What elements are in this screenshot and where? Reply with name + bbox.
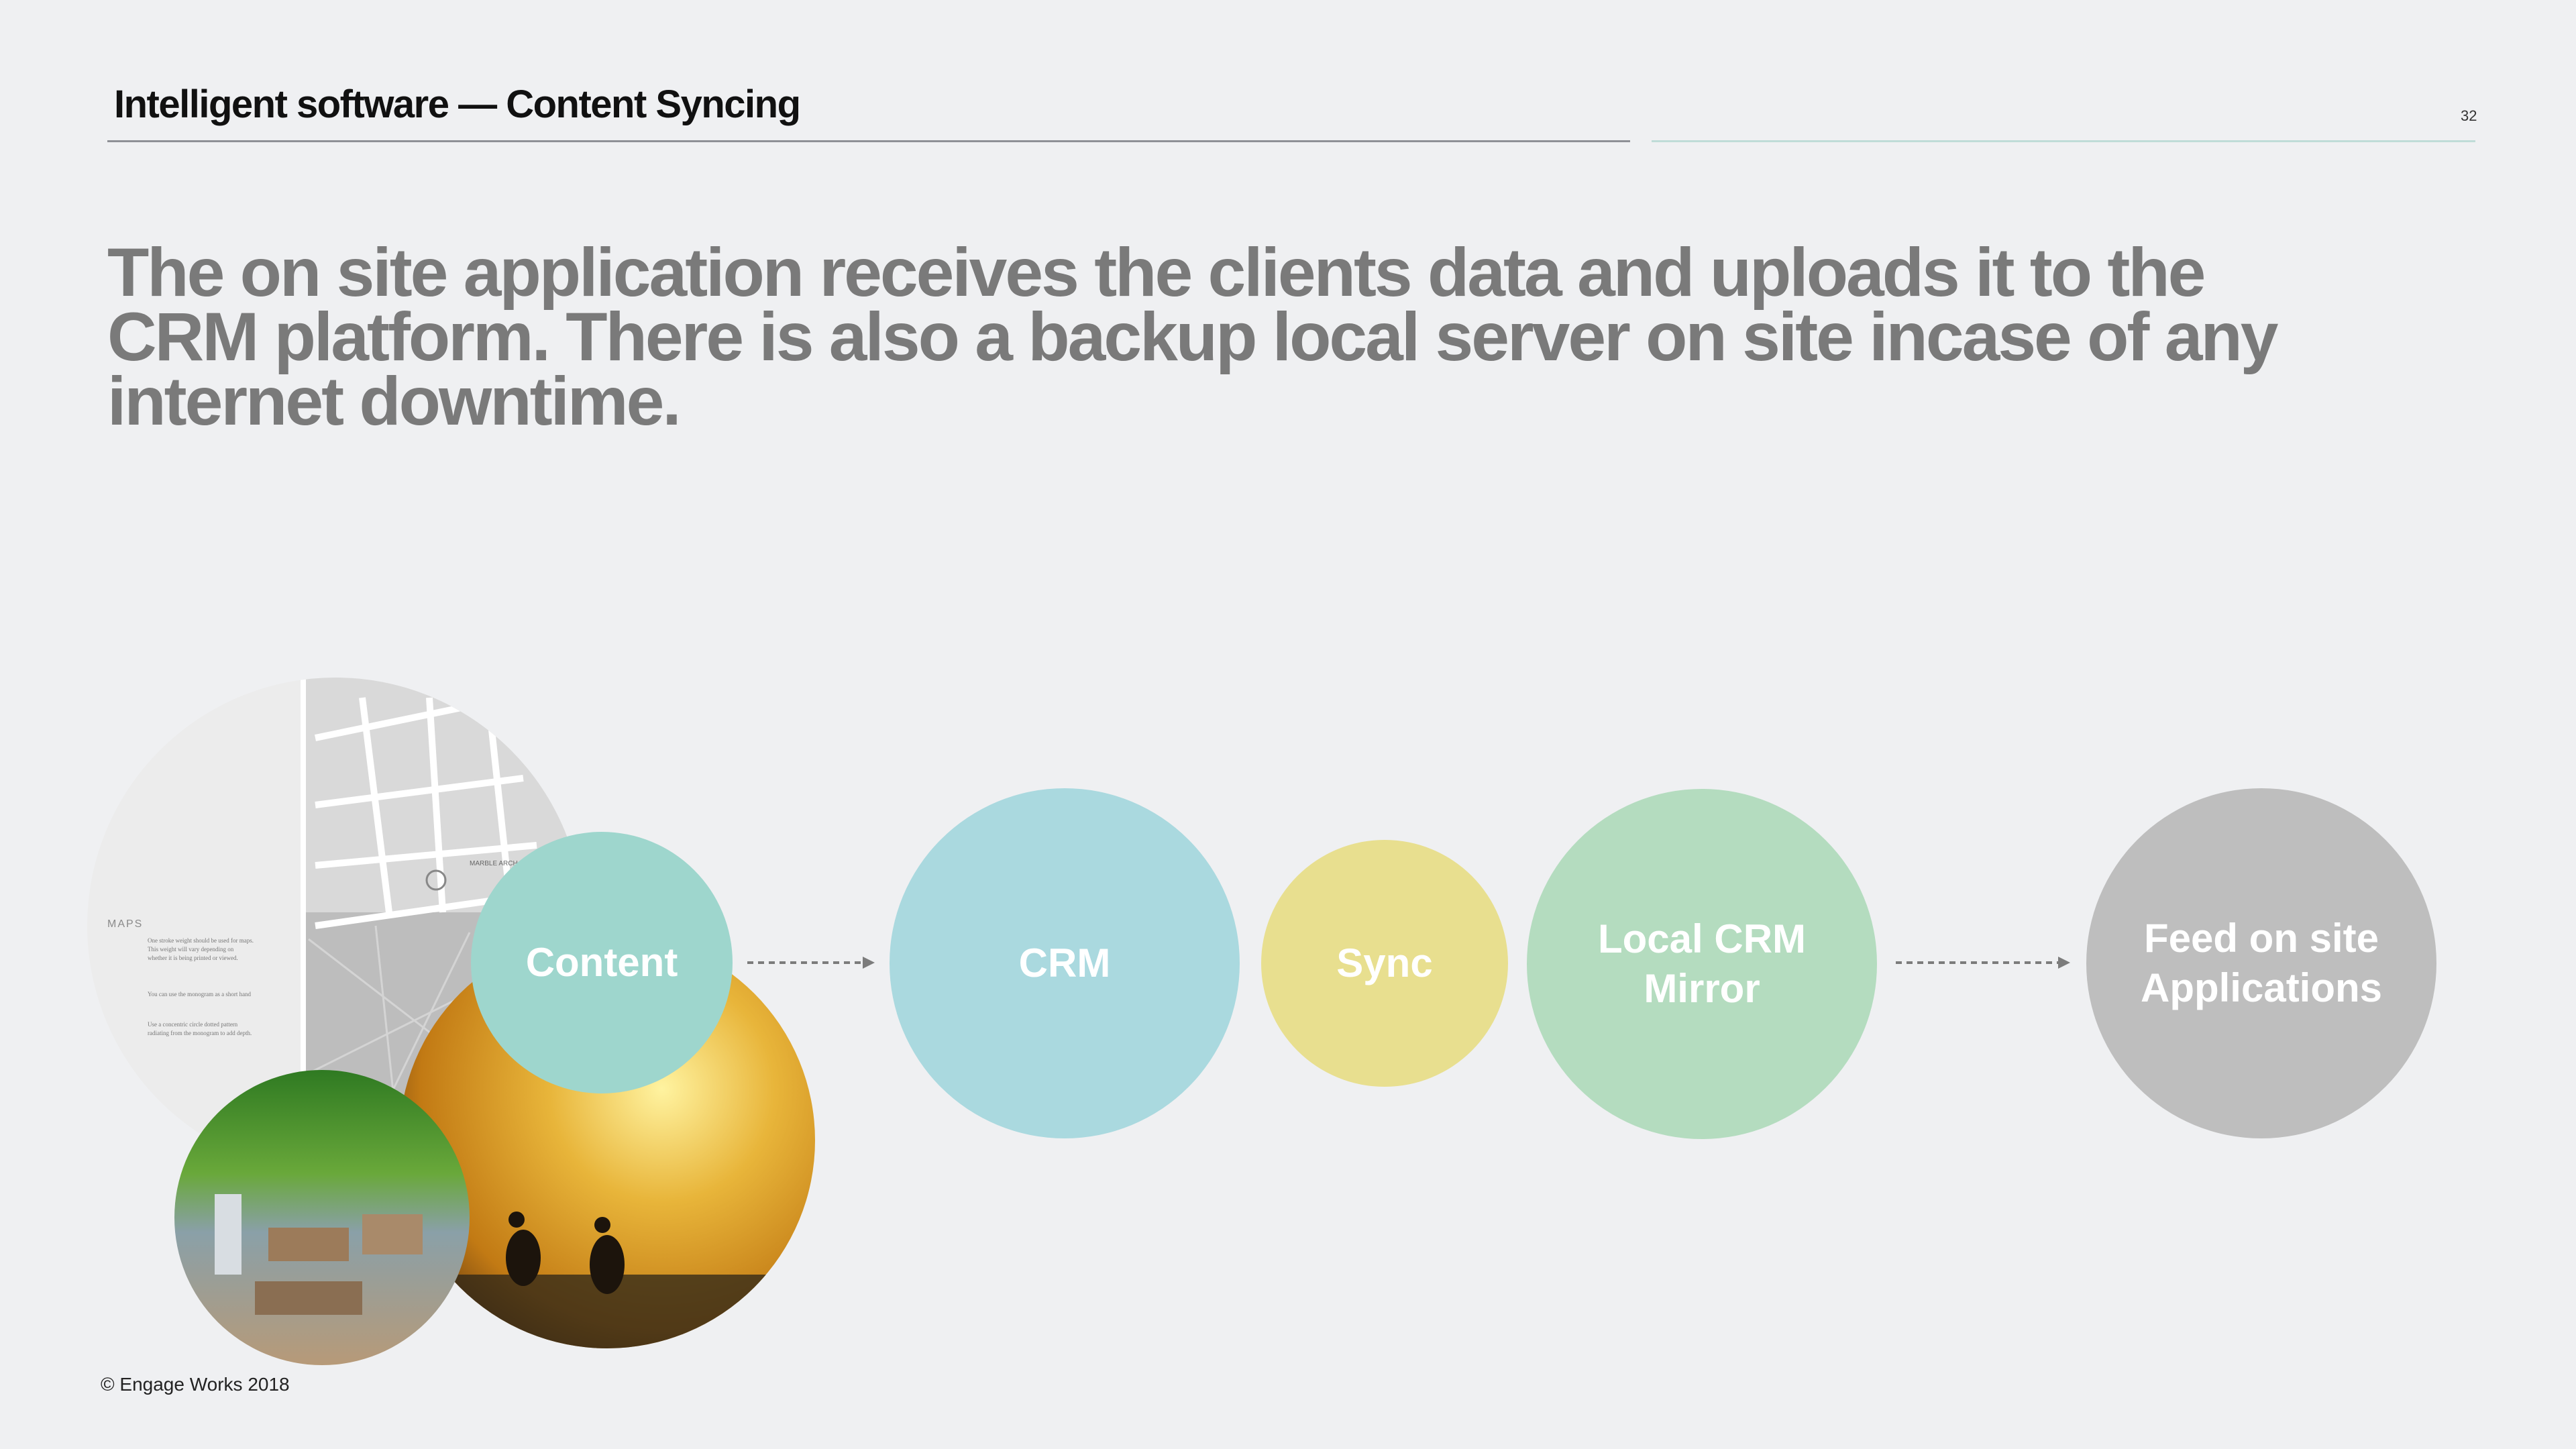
map-landmark: MARBLE ARCH — [470, 860, 518, 867]
node-crm: CRM — [890, 788, 1240, 1138]
node-feed-applications-label: Feed on site Applications — [2127, 914, 2396, 1013]
node-sync: Sync — [1261, 840, 1508, 1087]
arrow-mirror-to-feed — [1896, 953, 2070, 973]
page-number: 32 — [2461, 107, 2477, 125]
header-divider-right — [1652, 140, 2475, 142]
node-content: Content — [471, 832, 733, 1093]
node-local-crm-mirror-label: Local CRM Mirror — [1595, 914, 1809, 1014]
svg-text:whether it is being printed or: whether it is being printed or viewed. — [148, 955, 238, 961]
node-feed-applications: Feed on site Applications — [2086, 788, 2436, 1138]
slide-title: Intelligent software — Content Syncing — [114, 82, 800, 127]
aerial-city-image — [174, 1070, 470, 1365]
map-note-2: You can use the monogram as a short hand — [148, 991, 252, 998]
node-crm-label: CRM — [1019, 938, 1111, 988]
svg-text:radiating from the monogram to: radiating from the monogram to add depth… — [148, 1030, 252, 1036]
headline: The on site application receives the cli… — [107, 240, 2321, 433]
node-local-crm-mirror: Local CRM Mirror — [1527, 789, 1877, 1139]
arrow-content-to-crm — [747, 953, 875, 973]
map-note-1: One stroke weight should be used for map… — [148, 937, 254, 944]
header-divider-left — [107, 140, 1630, 142]
svg-text:This weight will vary dependin: This weight will vary depending on — [148, 946, 234, 953]
node-sync-label: Sync — [1336, 938, 1432, 988]
copyright-footer: © Engage Works 2018 — [101, 1374, 290, 1395]
node-content-label: Content — [526, 938, 678, 987]
map-note-3: Use a concentric circle dotted pattern — [148, 1021, 238, 1028]
map-label: MAPS — [107, 918, 143, 930]
